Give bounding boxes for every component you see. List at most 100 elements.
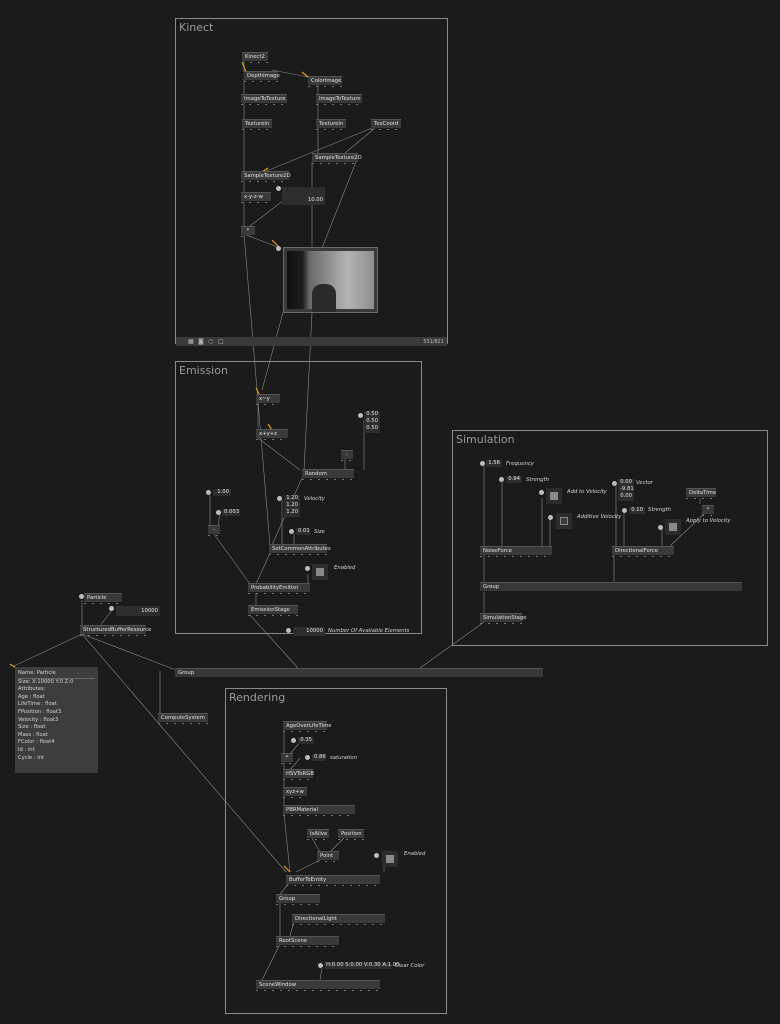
node-compute-system[interactable]: ComputeSystem (158, 713, 208, 724)
node-texture-in[interactable]: TextureIn (316, 119, 346, 130)
input-pin[interactable] (216, 510, 221, 515)
input-pin[interactable] (289, 529, 294, 534)
scale-value-field[interactable]: 10.00 (282, 187, 325, 205)
node-color-image[interactable]: ColorImage (308, 76, 342, 87)
node-buffer-to-entity[interactable]: BufferToEntity (286, 875, 380, 886)
info-attribute: Age : float (18, 693, 45, 700)
node-point[interactable]: Point (317, 851, 339, 862)
node-structured-buffer-resource[interactable]: StructuredBufferResource (80, 625, 151, 636)
square-icon[interactable]: □ (218, 338, 224, 345)
input-pin[interactable] (658, 525, 663, 530)
node-multiply[interactable]: * (241, 226, 255, 237)
input-pin[interactable] (79, 594, 84, 599)
node-xy[interactable]: x~y (256, 394, 280, 405)
input-pin[interactable] (318, 963, 323, 968)
strength-field[interactable]: 0.10 (629, 507, 645, 514)
node-group[interactable]: Group (480, 582, 742, 591)
node-delta-time[interactable]: DeltaTime (686, 488, 716, 499)
strength-field[interactable]: 0.94 (506, 476, 522, 483)
node-is-alive[interactable]: IsAlive (307, 829, 329, 840)
value-field[interactable]: 0.35 (298, 737, 314, 744)
node-directional-light[interactable]: DirectionalLight (292, 914, 385, 925)
frequency-field[interactable]: 1.56 (486, 460, 502, 467)
add-to-velocity-toggle[interactable] (546, 488, 562, 504)
additive-velocity-toggle[interactable] (556, 513, 572, 529)
node-position[interactable]: Position (338, 829, 364, 840)
node-sample-texture-2d[interactable]: SampleTexture2D (312, 153, 362, 164)
node-probability-emitter[interactable]: ProbabilityEmitter (248, 583, 310, 594)
input-pin[interactable] (305, 566, 310, 571)
input-pin[interactable] (612, 481, 617, 486)
clear-color-field[interactable]: H:0.00 S:0.00 V:0.30 A:1.00 (324, 962, 400, 969)
vector-y: -9.81 (620, 486, 634, 492)
node-group[interactable]: Group (175, 668, 543, 677)
info-name: Name: Particle (18, 670, 56, 676)
node-kinect2[interactable]: Kinect2 (242, 52, 268, 63)
strength-label: Strength (526, 477, 550, 483)
node-multiply[interactable]: * (702, 505, 714, 516)
random-vector-field[interactable]: 0.50 0.50 0.50 (364, 411, 380, 433)
node-particle[interactable]: Particle (84, 593, 122, 604)
input-pin[interactable] (548, 515, 553, 520)
node-root-scene[interactable]: RootScene (276, 936, 339, 947)
velocity-vector-field[interactable]: 1.20 1.20 1.20 (284, 495, 300, 517)
input-pin[interactable] (539, 490, 544, 495)
count-value-field[interactable]: 10000 (116, 606, 160, 616)
saturation-label: saturation (330, 755, 358, 761)
info-attribute: Mass : float (18, 731, 48, 738)
input-pin[interactable] (358, 413, 363, 418)
node-age-over-lifetime[interactable]: AgeOverLifeTime (283, 721, 332, 732)
input-pin[interactable] (286, 628, 291, 633)
grid-icon[interactable]: ▦ (188, 338, 194, 345)
node-emission-stage[interactable]: EmissionStage (248, 605, 298, 616)
node-minus[interactable]: - (208, 525, 220, 536)
input-pin[interactable] (206, 490, 211, 495)
available-elements-field[interactable]: 10000 (293, 627, 325, 636)
input-pin[interactable] (480, 461, 485, 466)
node-random[interactable]: Random (302, 469, 354, 480)
node-set-common-attributes[interactable]: SetCommonAttributes (269, 544, 331, 555)
clear-color-label: Clear Color (395, 963, 425, 969)
node-tex-coord[interactable]: TexCoord (371, 119, 401, 130)
info-attribute: Velocity : float3 (18, 716, 59, 723)
info-attribute: FPosition : float3 (18, 708, 62, 715)
input-pin[interactable] (276, 186, 281, 191)
node-depth-image[interactable]: DepthImage (244, 71, 280, 82)
node-minus[interactable]: - (341, 450, 353, 461)
node-directional-force[interactable]: DirectionalForce (612, 546, 674, 557)
node-xyz[interactable]: x+y+z (256, 429, 288, 440)
camera-icon[interactable]: ◙ (198, 338, 204, 345)
input-pin[interactable] (109, 606, 114, 611)
saturation-field[interactable]: 0.86 (312, 754, 326, 761)
enabled-toggle[interactable] (312, 564, 328, 580)
node-multiply[interactable]: * (281, 753, 293, 764)
node-pbr-material[interactable]: PBRMaterial (283, 805, 355, 816)
node-simulation-stage[interactable]: SimulationStage (480, 613, 527, 624)
node-image-to-texture[interactable]: ImageToTexture (241, 94, 287, 105)
node-xyz-w[interactable]: xyz+w (283, 787, 307, 798)
vector-field[interactable]: 0.00 -9.81 0.00 (618, 479, 634, 501)
apply-to-velocity-toggle[interactable] (665, 519, 681, 535)
node-texture-in[interactable]: TextureIn (242, 119, 272, 130)
circle-icon[interactable]: ○ (208, 338, 214, 345)
node-scene-window[interactable]: SceneWindow (256, 980, 380, 991)
node-sample-texture-2d[interactable]: SampleTexture2D (241, 171, 291, 182)
enabled-toggle[interactable] (382, 851, 398, 867)
node-image-to-texture[interactable]: ImageToTexture (316, 94, 362, 105)
input-pin[interactable] (291, 738, 296, 743)
region-title: Rendering (229, 691, 286, 704)
input-pin[interactable] (499, 477, 504, 482)
size-value-field[interactable]: 0.01 (296, 528, 310, 535)
node-hsv-to-rgb[interactable]: HSVToRGB (283, 769, 314, 780)
input-pin[interactable] (276, 246, 281, 251)
node-noise-force[interactable]: NoiseForce (480, 546, 552, 557)
node-group[interactable]: Group (276, 894, 320, 905)
node-swizzle[interactable]: x-y-z-w (241, 192, 271, 203)
value-field[interactable]: 1.00 (213, 489, 231, 496)
input-pin[interactable] (374, 853, 379, 858)
value-field[interactable]: 0.003 (222, 509, 240, 516)
input-pin[interactable] (277, 496, 282, 501)
info-attribute: Size : float (18, 724, 46, 731)
input-pin[interactable] (305, 755, 310, 760)
input-pin[interactable] (622, 508, 627, 513)
